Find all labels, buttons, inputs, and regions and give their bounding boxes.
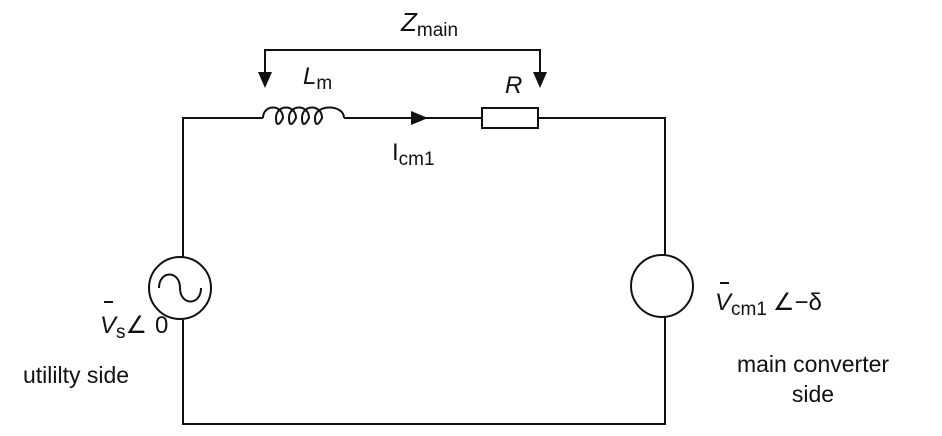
source-right-caption-line2: side	[792, 381, 834, 407]
wire-top-right	[538, 117, 666, 256]
impedance-bracket-arrow-left	[258, 72, 272, 88]
source-left-caption: utililty side	[23, 362, 129, 388]
wire-bottom	[182, 316, 666, 425]
voltage-source-converter	[630, 254, 694, 318]
ac-source-utility	[148, 256, 212, 320]
inductor-coil	[262, 106, 345, 125]
ac-sine-symbol	[158, 273, 202, 303]
impedance-bracket-arrow-right	[533, 72, 547, 88]
current-label: Icm1	[392, 139, 435, 170]
inductor-label: Lm	[303, 63, 332, 94]
resistor-body	[481, 107, 539, 129]
current-direction-arrow	[411, 111, 428, 125]
wire-top-left	[182, 117, 263, 258]
resistor-label: R	[505, 72, 522, 99]
source-left-label: Vs∠0	[100, 312, 168, 343]
impedance-label: Zmain	[400, 7, 458, 41]
source-right-caption-line1: main converter	[737, 351, 889, 377]
impedance-bracket	[264, 49, 541, 74]
source-right-label: Vcm1∠−δ	[715, 289, 822, 320]
